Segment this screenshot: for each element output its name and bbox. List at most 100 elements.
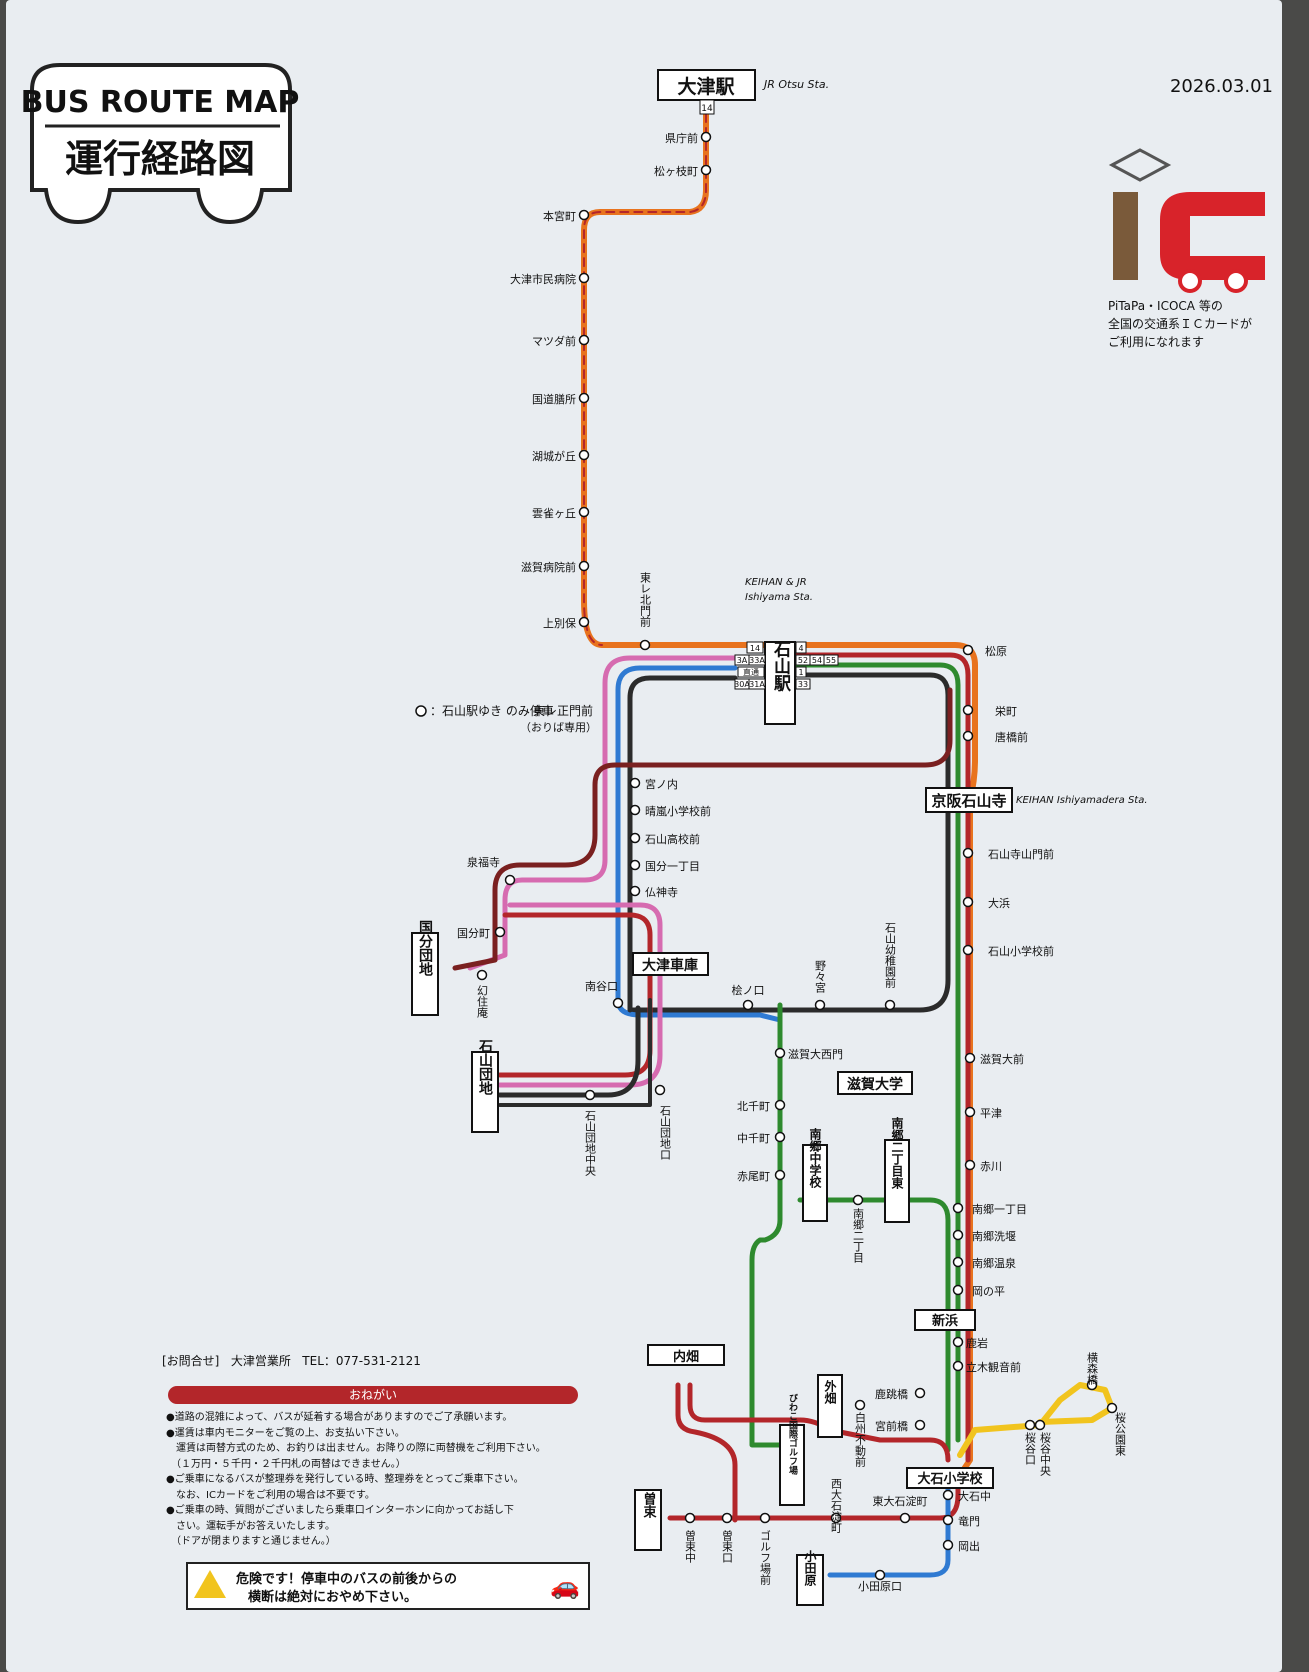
stop-marker [942, 1489, 954, 1501]
stop-marker [962, 644, 974, 656]
notice-item: ●道路の混雑によって、バスが延着する場合がありますのでご了承願います。 [166, 1412, 513, 1423]
stop-label-hibarigaoka: 雲雀ヶ丘 [532, 507, 576, 520]
stop-marker [884, 999, 896, 1011]
stop-label-nonomiya: 野々宮 [814, 960, 827, 994]
svg-text:JR Otsu Sta.: JR Otsu Sta. [762, 78, 829, 91]
route-red-east [777, 652, 971, 1463]
ic-card-logo [1108, 148, 1265, 293]
stop-label-shiga-seimon: 滋賀大西門 [788, 1047, 843, 1061]
stop-marker [952, 1229, 964, 1241]
date-label: 2026.03.01 [1170, 76, 1273, 97]
stop-marker [1086, 1379, 1098, 1391]
stop-label-ishiyama-sho: 石山小学校前 [988, 944, 1054, 958]
svg-text:国分団地: 国分団地 [417, 920, 433, 977]
stop-label-hinokuchi: 桧ノ口 [732, 983, 765, 997]
stop-label-senpukuji: 泉福寺 [467, 855, 500, 869]
stop-label-oishi-naka: 大石中 [958, 1489, 991, 1503]
route-red-sogaku [675, 1382, 738, 1523]
stop-marker [774, 1169, 786, 1181]
car-icon: 🚗 [550, 1572, 580, 1600]
terminal-shiga-univ: 滋賀大学 [837, 1071, 913, 1095]
stop-label-karahashi: 唐橋前 [995, 730, 1028, 744]
stop-label-matsugae: 松ヶ枝町 [654, 164, 698, 178]
stop-marker [584, 1089, 596, 1101]
contact-label: [お問合せ] [162, 1354, 220, 1368]
stop-marker [774, 1047, 786, 1059]
stop-label-seiran: 晴嵐小学校前 [645, 804, 711, 818]
ic-text-3: ご利用になれます [1108, 334, 1204, 349]
stop-label-golf: ゴルフ場前 [759, 1529, 772, 1586]
stop-marker [962, 704, 974, 716]
stop-marker [612, 997, 624, 1009]
route-pink-danchi [497, 902, 663, 1088]
terminal-uchihata: 内畑 [647, 1344, 725, 1366]
stop-label-sakuradani: 桜谷口 [1024, 1431, 1037, 1465]
notice-item: （１万円・５千円・２千円札の両替はできません。） [166, 1458, 406, 1470]
notice-item: （ドアが閉まりますと通じません。） [166, 1536, 336, 1547]
stop-label-kokubu1: 国分一丁目 [645, 860, 700, 873]
danger-line-1: 危険です！停車中のバスの前後からの [236, 1572, 458, 1587]
stop-label-toray-sei: 東レ正門前 [533, 703, 593, 718]
stop-marker [952, 1336, 964, 1348]
stop-label-tachiki: 立木観音前 [966, 1360, 1021, 1374]
route-yellow [957, 1382, 1115, 1458]
stop-marker [914, 1419, 926, 1431]
stop-marker [654, 1084, 666, 1096]
notice-list: ●道路の混雑によって、バスが延着する場合がありますのでご了承願います。●運賃は車… [166, 1410, 596, 1550]
stop-label-sakura-koen: 桜公園東 [1114, 1411, 1127, 1457]
stop-label-akagawa: 赤川 [980, 1160, 1002, 1173]
stop-label-ishiyama-ko: 石山高校前 [645, 832, 700, 846]
ic-text-1: PiTaPa・ICOCA 等の [1108, 299, 1223, 313]
stop-label-okanohira: 岡の平 [972, 1285, 1005, 1298]
stop-label-nango-araisek: 南郷洗堰 [972, 1229, 1016, 1243]
stop-marker [578, 209, 590, 221]
route-blue-odawara [827, 1467, 951, 1578]
terminal-ishiyama: 石山駅 KEIHAN & JR Ishiyama Sta. [745, 577, 813, 725]
stop-marker [942, 1514, 954, 1526]
stop-marker [578, 560, 590, 572]
route-red-sogaku-bus [667, 1467, 961, 1521]
stop-label-sanmon: 石山寺山門前 [988, 847, 1054, 861]
route-pink [467, 655, 738, 971]
stop-marker [962, 944, 974, 956]
stop-marker [1024, 1419, 1036, 1431]
stop-label-odawara-guchi: 小田原口 [858, 1580, 902, 1593]
terminal-otsu-shako: 大津車庫 [632, 952, 709, 976]
svg-text:14: 14 [750, 644, 760, 653]
stop-marker [629, 777, 641, 789]
stop-label-akao: 赤尾町 [737, 1170, 770, 1183]
terminal-sotohata: 外畑 [817, 1374, 843, 1438]
stop-marker [854, 1399, 866, 1411]
terminal-keihan: 京阪石山寺 KEIHAN Ishiyamadera Sta. [925, 787, 1148, 813]
stop-label-shiga-byoin: 滋賀病院前 [521, 560, 576, 574]
stop-label-butsugami: 仏神寺 [645, 885, 678, 899]
terminal-otsu: 大津駅 JR Otsu Sta. 14 [657, 69, 829, 115]
contact-line: [お問合せ] 大津営業所 TEL：077-531-2121 [162, 1352, 602, 1369]
route-red-uchihata [687, 1382, 951, 1463]
stop-marker [578, 392, 590, 404]
svg-text:KEIHAN & JR: KEIHAN & JR [745, 577, 807, 588]
route-lines [452, 111, 1115, 1578]
svg-text:新浜: 新浜 [932, 1313, 958, 1329]
stop-marker [774, 1131, 786, 1143]
stop-marker [874, 1569, 886, 1581]
stop-label-yokobo: 横森橋 [1086, 1351, 1099, 1386]
svg-text:54: 54 [812, 656, 822, 665]
terminal-ishiyama-danchi: 石山団地 [471, 1039, 499, 1133]
stop-label-ishiyama-yochien: 石山幼稚園前 [884, 922, 897, 989]
stop-marker [830, 1512, 842, 1524]
stop-marker [814, 999, 826, 1011]
route-green-nango [797, 1197, 951, 1453]
stop-marker [742, 999, 754, 1011]
legend-note: ：石山駅ゆき のみ停車 [430, 703, 554, 718]
stop-label-ohama: 大浜 [988, 896, 1010, 910]
notice-header: おねがい [168, 1386, 578, 1404]
terminal-biwako: びわこ国際ゴルフ場 [779, 1393, 805, 1506]
toray-note: （おりば専用） [520, 721, 597, 734]
stop-marker [700, 131, 712, 143]
terminal-kokubu: 国分団地 [411, 920, 439, 1016]
svg-text:31A: 31A [749, 680, 765, 689]
stop-label-nakasen: 中千町 [737, 1132, 770, 1145]
legend-half-circle [415, 705, 427, 717]
stop-marker [1106, 1402, 1118, 1414]
